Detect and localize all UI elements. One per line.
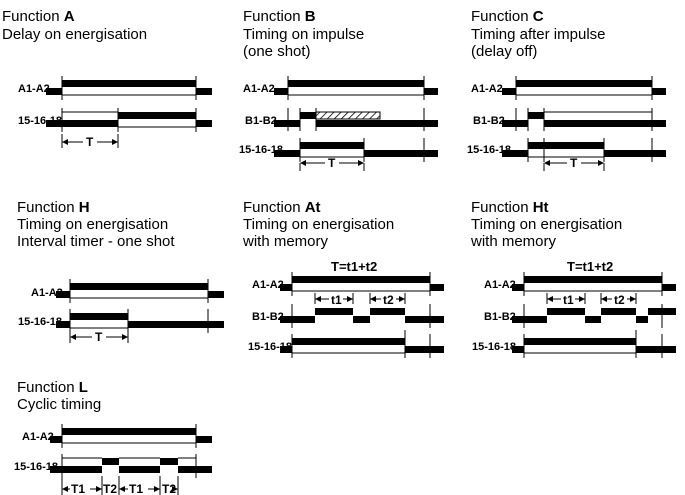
timing-label-t: T	[570, 156, 578, 170]
function-c-description-line-2: (delay off)	[471, 43, 538, 60]
signal-label-output: 15-16-18	[14, 461, 58, 473]
timing-label-t1: T1	[71, 482, 85, 495]
function-b-description-line-1: Timing on impulse	[243, 26, 365, 43]
function-l-description: Cyclic timing	[17, 396, 102, 413]
function-b-description-line-2: (one shot)	[243, 43, 311, 60]
function-h-description-line-2: Interval timer - one shot	[17, 233, 175, 250]
function-h-title: Function H	[17, 199, 90, 216]
function-at-description-line-2: with memory	[243, 233, 329, 250]
function-a-title: Function A	[2, 8, 75, 25]
signal-label-output: 15-16-18	[472, 341, 516, 353]
timing-label-t2: T2	[162, 482, 176, 495]
signal-label-output: 15-16-18	[239, 144, 283, 156]
signal-label-a1a2: A1-A2	[22, 431, 54, 443]
signal-label-output: 15-16-18	[467, 144, 511, 156]
signal-label-a1a2: A1-A2	[31, 287, 63, 299]
timing-label-t: T	[86, 135, 94, 149]
function-ht-description-line-2: with memory	[471, 233, 557, 250]
signal-label-b1b2: B1-B2	[245, 115, 277, 127]
timing-label-t2: t2	[614, 293, 625, 307]
function-a-description: Delay on energisation	[2, 26, 148, 43]
signal-label-b1b2: B1-B2	[484, 311, 516, 323]
timing-label-t1: t1	[331, 293, 342, 307]
timing-label-t2: T2	[103, 482, 117, 495]
signal-label-b1b2: B1-B2	[473, 115, 505, 127]
function-ht-formula: T=t1+t2	[567, 259, 614, 274]
signal-label-output: 15-16-18	[18, 316, 62, 328]
signal-label-a1a2: A1-A2	[252, 279, 284, 291]
function-l-title: Function L	[17, 379, 88, 396]
signal-label-a1a2: A1-A2	[484, 279, 516, 291]
signal-label-a1a2: A1-A2	[243, 83, 275, 95]
timing-label-t1: T1	[129, 482, 143, 495]
signal-label-a1a2: A1-A2	[471, 83, 503, 95]
timing-label-t2: t2	[383, 293, 394, 307]
signal-label-b1b2: B1-B2	[252, 311, 284, 323]
function-at-formula: T=t1+t2	[331, 259, 378, 274]
function-h-description-line-1: Timing on energisation	[17, 216, 169, 233]
timing-label-t1: t1	[563, 293, 574, 307]
function-c-description-line-1: Timing after impulse	[471, 26, 606, 43]
function-at-description-line-1: Timing on energisation	[243, 216, 395, 233]
function-ht-title: Function Ht	[471, 199, 549, 216]
function-at-title: Function At	[243, 199, 321, 216]
function-c-title: Function C	[471, 8, 544, 25]
function-b-title: Function B	[243, 8, 316, 25]
function-ht-description-line-1: Timing on energisation	[471, 216, 623, 233]
timing-label-t: T	[328, 156, 336, 170]
signal-label-a1a2: A1-A2	[18, 83, 50, 95]
timing-label-t: T	[95, 330, 103, 344]
